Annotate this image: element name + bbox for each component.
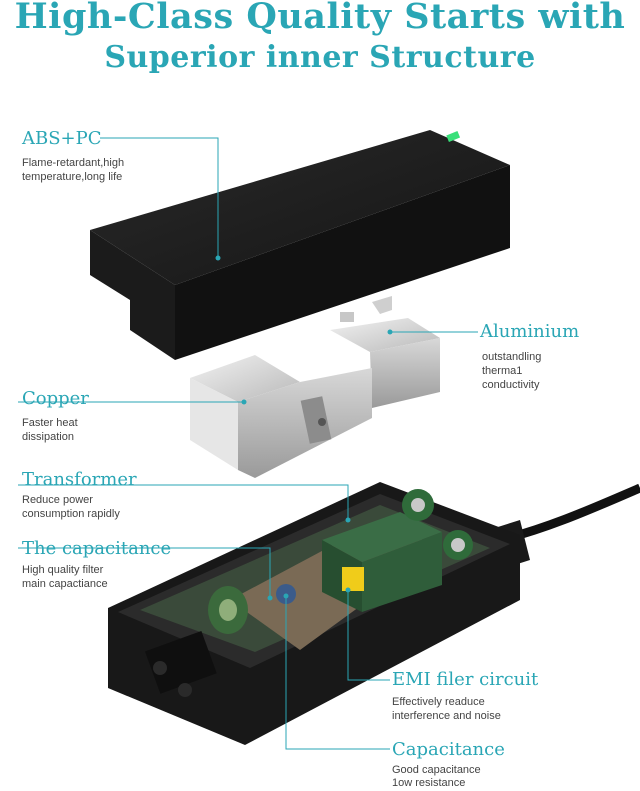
aluminium-desc-line1: outstandling: [482, 351, 542, 363]
transformer-label: Transformer: [22, 469, 137, 490]
copper-desc-line1: Faster heat: [22, 417, 78, 429]
abs-pc-label: ABS+PC: [22, 128, 102, 149]
callout-leader-dots: [215, 255, 393, 601]
aluminium-desc-line2: therma1: [482, 365, 523, 377]
subheadline: Superior inner Structure: [104, 40, 536, 75]
copper-desc-line2: dissipation: [22, 431, 74, 443]
emi-filter-desc-line1: Effectively readuce: [392, 696, 485, 708]
top-cover-shell: [90, 130, 510, 360]
transformer-block: [322, 512, 442, 612]
copper-label: Copper: [22, 388, 89, 409]
capacitance-main-desc-line2: main capactiance: [22, 578, 108, 590]
capacitance-label: Capacitance: [392, 739, 505, 760]
led-indicator-icon: [446, 130, 461, 142]
aluminium-label: Aluminium: [480, 321, 580, 342]
capacitance-desc-line2: 1ow resistance: [392, 777, 466, 789]
aluminium-bracket: [330, 296, 440, 408]
abs-pc-desc-line1: Flame-retardant,high: [22, 157, 125, 169]
copper-heatsink: [190, 355, 372, 478]
headline: High-Class Quality Starts with: [14, 0, 626, 37]
callout-leader-lines: [18, 137, 478, 750]
transformer-desc-line2: consumption rapidly: [22, 508, 120, 520]
transformer-desc-line1: Reduce power: [22, 494, 93, 506]
emi-filter-desc-line2: interference and noise: [392, 710, 501, 722]
capacitors: [208, 489, 473, 634]
capacitance-main-desc-line1: High quality filter: [22, 564, 104, 576]
ac-inlet-icon: [144, 630, 217, 694]
abs-pc-desc-line2: temperature,long life: [22, 171, 123, 183]
capacitance-desc-line1: Good capacitance: [392, 764, 481, 776]
capacitance-main-label: The capacitance: [22, 538, 172, 559]
aluminium-desc-line3: conductivity: [482, 379, 540, 391]
emi-filter-label: EMI filer circuit: [392, 669, 539, 690]
